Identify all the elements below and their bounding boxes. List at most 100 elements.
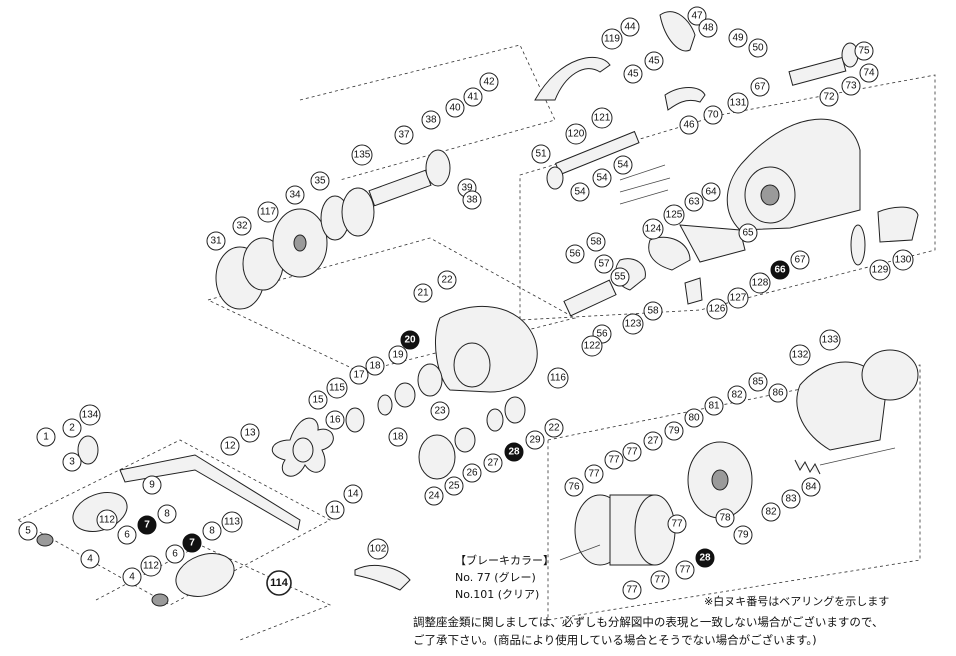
callout-65: 65 (738, 223, 758, 243)
callout-79: 79 (664, 421, 684, 441)
callout-label: 21 (417, 288, 429, 299)
disclaimer-line-1: 調整座金類に関しましては、必ずしも分解図中の表現と一致しない場合がございますので… (413, 615, 884, 629)
callout-label: 114 (270, 577, 289, 589)
callout-label: 131 (730, 98, 747, 109)
callout-35: 35 (310, 171, 330, 191)
callout-label: 117 (260, 207, 276, 218)
callout-label: 50 (752, 43, 764, 54)
callout-label: 13 (244, 428, 256, 439)
callout-4: 4 (122, 567, 142, 587)
callout-112: 112 (140, 555, 162, 577)
callout-22: 22 (437, 270, 457, 290)
callout-label: 77 (679, 565, 691, 576)
callout-78: 78 (715, 508, 735, 528)
brake-color-legend: 【ブレーキカラー】 No. 77 (グレー) No.101 (クリア) (455, 552, 554, 603)
callout-79: 79 (733, 525, 753, 545)
callout-label: 54 (574, 187, 586, 198)
callout-49: 49 (728, 28, 748, 48)
callout-77: 77 (604, 450, 624, 470)
callout-label: 37 (398, 130, 410, 141)
callout-19: 19 (388, 345, 408, 365)
callout-45: 45 (644, 51, 664, 71)
callout-label: 124 (645, 224, 662, 235)
callout-label: 77 (608, 455, 620, 466)
callout-label: 27 (487, 458, 499, 469)
callout-label: 76 (568, 482, 580, 493)
callout-22: 22 (544, 418, 564, 438)
callout-76: 76 (564, 477, 584, 497)
callout-label: 57 (598, 259, 610, 270)
callout-72: 72 (819, 87, 839, 107)
callout-label: 116 (550, 373, 566, 384)
callout-label: 79 (668, 426, 680, 437)
callout-label: 8 (164, 509, 170, 520)
callout-label: 17 (353, 370, 365, 381)
callout-27: 27 (483, 453, 503, 473)
callout-label: 86 (772, 388, 784, 399)
callout-48: 48 (698, 18, 718, 38)
callout-23: 23 (430, 401, 450, 421)
part-callouts: 4447484950119454542414038373938135353411… (18, 6, 914, 600)
callout-8: 8 (157, 504, 177, 524)
callout-5: 5 (18, 521, 38, 541)
callout-label: 8 (209, 526, 215, 537)
callout-label: 29 (529, 435, 541, 446)
callout-6: 6 (165, 544, 185, 564)
callout-4: 4 (80, 549, 100, 569)
callout-label: 26 (466, 468, 478, 479)
callout-120: 120 (565, 123, 587, 145)
callout-26: 26 (462, 463, 482, 483)
callout-label: 39 (461, 183, 473, 194)
callout-127: 127 (727, 287, 749, 309)
callout-67: 67 (750, 77, 770, 97)
callout-17: 17 (349, 365, 369, 385)
callout-121: 121 (591, 107, 613, 129)
callout-77: 77 (622, 442, 642, 462)
legend-header: 【ブレーキカラー】 (455, 554, 554, 567)
callout-14: 14 (343, 484, 363, 504)
callout-6: 6 (117, 525, 137, 545)
callout-label: 56 (569, 249, 581, 260)
callout-label: 4 (87, 554, 93, 565)
callout-54: 54 (592, 168, 612, 188)
callout-41: 41 (463, 87, 483, 107)
callout-80: 80 (684, 408, 704, 428)
callout-28: 28 (504, 442, 524, 462)
callout-15: 15 (308, 390, 328, 410)
callout-label: 126 (709, 304, 726, 315)
legend-line-101: No.101 (クリア) (455, 588, 540, 601)
bearing-note: ※白ヌキ番号はベアリングを示します (704, 595, 890, 608)
callout-label: 2 (69, 423, 75, 434)
callout-label: 120 (568, 129, 585, 140)
callout-32: 32 (232, 216, 252, 236)
callout-label: 48 (702, 23, 714, 34)
callout-label: 54 (596, 173, 608, 184)
callout-label: 55 (614, 272, 626, 283)
callout-125: 125 (663, 204, 685, 226)
callout-label: 113 (224, 517, 240, 528)
callout-133: 133 (819, 329, 841, 351)
callout-label: 28 (508, 447, 520, 458)
callout-31: 31 (206, 231, 226, 251)
callout-label: 129 (872, 265, 889, 276)
callout-102: 102 (367, 538, 389, 560)
callout-label: 7 (189, 538, 195, 549)
callout-131: 131 (727, 92, 749, 114)
callout-54: 54 (613, 155, 633, 175)
callout-label: 122 (584, 341, 601, 352)
legend-line-77: No. 77 (グレー) (455, 571, 536, 584)
callout-label: 82 (765, 507, 777, 518)
callout-label: 77 (654, 575, 666, 586)
callout-label: 54 (617, 160, 629, 171)
callout-45: 45 (623, 64, 643, 84)
callout-label: 64 (705, 187, 717, 198)
callout-label: 45 (627, 69, 639, 80)
callout-130: 130 (892, 249, 914, 271)
callout-label: 80 (688, 413, 700, 424)
callout-label: 133 (822, 335, 839, 346)
callout-label: 67 (754, 82, 766, 93)
callout-label: 38 (425, 115, 437, 126)
callout-21: 21 (413, 283, 433, 303)
callout-label: 130 (895, 255, 912, 266)
